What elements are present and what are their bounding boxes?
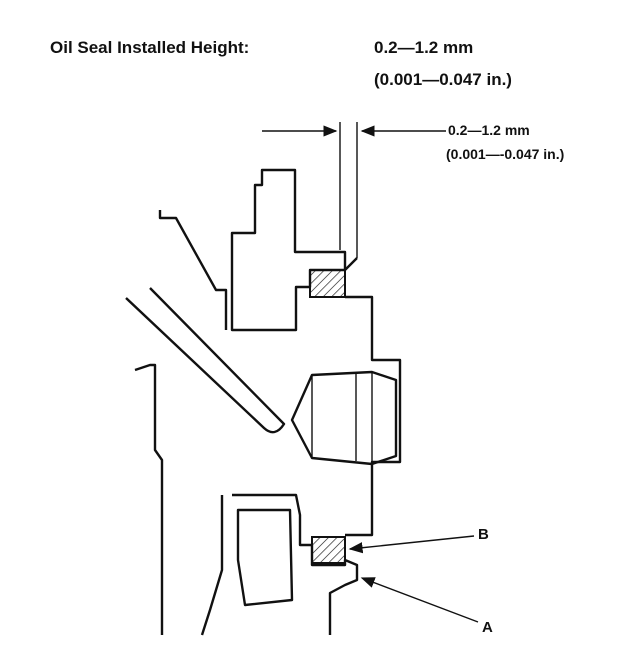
dimension-value-mm: 0.2—1.2 mm: [448, 122, 530, 138]
spec-label: Oil Seal Installed Height:: [50, 38, 250, 57]
dimension-value-in: (0.001—-0.047 in.): [446, 146, 565, 162]
diagonal-pipe: [125, 287, 286, 434]
center-plug: [290, 370, 398, 466]
housing-left-wall: [134, 363, 164, 635]
housing-lower-inner: [200, 495, 224, 636]
callout-label-b: B: [478, 526, 489, 543]
spec-value-in: (0.001—0.047 in.): [374, 70, 512, 89]
spec-value-mm: 0.2—1.2 mm: [374, 38, 474, 57]
shaft-profile: [344, 257, 402, 537]
callout-label-a: A: [482, 619, 493, 636]
leader-line-b: [348, 535, 475, 554]
leader-line-a: [360, 577, 479, 623]
oil-seal-upper: [309, 269, 346, 298]
housing-upper: [230, 168, 347, 332]
housing-lower: [232, 493, 359, 635]
housing-lower-pocket: [236, 508, 294, 607]
oil-seal-lower: [311, 536, 346, 564]
housing-outer-upper: [158, 210, 228, 330]
